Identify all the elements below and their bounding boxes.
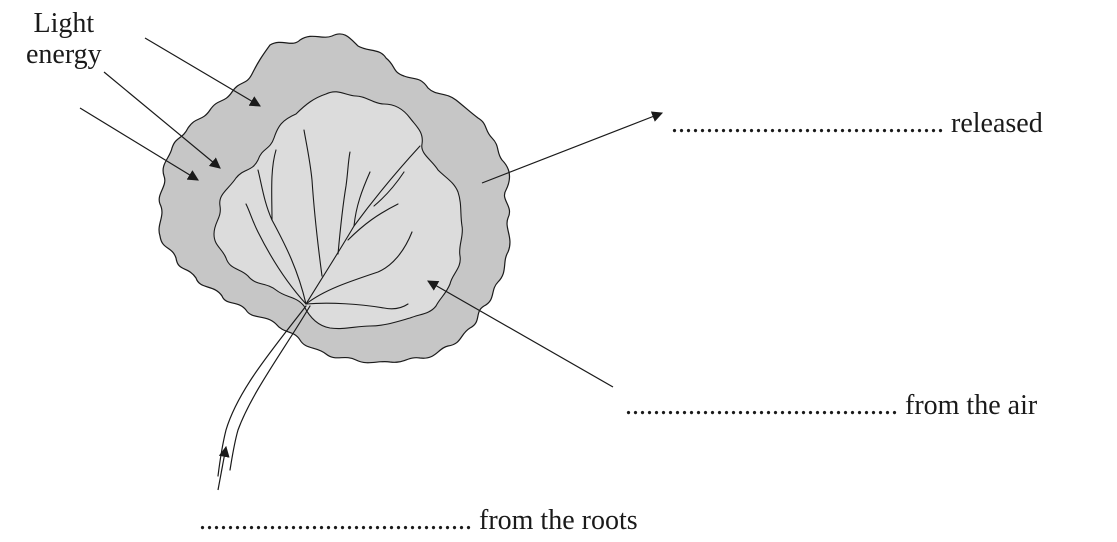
from-the-roots-label: ....................................... …	[199, 507, 638, 535]
released-arrow	[482, 113, 662, 183]
light-energy-line2: energy	[26, 39, 102, 70]
light-energy-label: Light energy	[26, 8, 102, 70]
from-the-air-label: ....................................... …	[625, 392, 1037, 420]
released-label: ....................................... …	[671, 110, 1043, 138]
light-energy-line1: Light	[26, 8, 102, 39]
light-arrow-1	[145, 38, 260, 106]
